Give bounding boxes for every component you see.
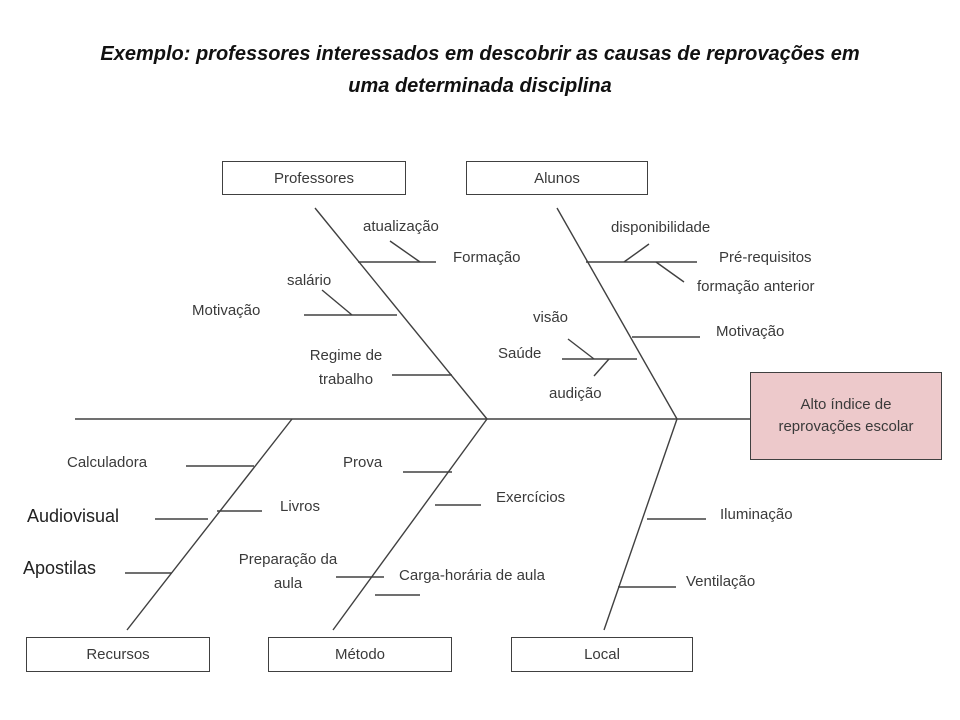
label-livros: Livros	[280, 498, 321, 515]
label-exercicios: Exercícios	[496, 489, 566, 506]
category-box-professores: Professores	[222, 161, 406, 195]
label-iluminacao: Iluminação	[720, 506, 793, 523]
bone-recursos	[126, 418, 293, 631]
label-pre-requisitos: Pré-requisitos	[719, 249, 812, 266]
sub-formacao-anterior	[655, 261, 685, 283]
label-visao: visão	[533, 309, 569, 326]
bone-metodo	[332, 418, 488, 631]
effect-label: Alto índice de reprovações escolar	[778, 396, 914, 435]
label-saude: Saúde	[498, 345, 542, 362]
label-atualizacao: atualização	[363, 218, 439, 235]
bone-alunos	[556, 207, 678, 420]
label-disponibilidade: disponibilidade	[611, 219, 711, 236]
diagram-title: Exemplo: professores interessados em des…	[60, 38, 900, 102]
category-box-recursos: Recursos	[26, 637, 210, 672]
label-ventilacao: Ventilação	[686, 573, 756, 590]
bone-professores	[314, 207, 488, 420]
sub-salario	[321, 289, 353, 316]
sub-atualizacao	[389, 240, 421, 263]
label-regime: Regime de trabalho	[309, 347, 383, 388]
label-formacao-anterior: formação anterior	[697, 278, 815, 295]
label-formacao: Formação	[453, 249, 521, 266]
label-audiovisual: Audiovisual	[27, 506, 120, 526]
bone-local	[603, 418, 678, 631]
category-box-local: Local	[511, 637, 693, 672]
label-motivacao-alunos: Motivação	[716, 323, 785, 340]
label-prova: Prova	[343, 454, 383, 471]
title-line-2: uma determinada disciplina	[348, 75, 612, 97]
label-apostilas: Apostilas	[23, 558, 97, 578]
label-calculadora: Calculadora	[67, 454, 148, 471]
title-line-1: Exemplo: professores interessados em des…	[100, 43, 860, 65]
label-carga-horaria: Carga-horária de aula	[399, 567, 545, 584]
effect-box: Alto índice de reprovações escolar	[750, 372, 942, 460]
sub-audicao	[593, 358, 610, 377]
sub-disponibilidade	[623, 243, 650, 263]
category-box-alunos: Alunos	[466, 161, 648, 195]
label-preparacao: Preparação da aula	[238, 551, 338, 592]
label-salario: salário	[287, 272, 332, 289]
sub-visao	[567, 338, 595, 360]
label-motivacao-prof: Motivação	[192, 302, 261, 319]
category-box-metodo: Método	[268, 637, 452, 672]
label-audicao: audição	[549, 385, 602, 402]
